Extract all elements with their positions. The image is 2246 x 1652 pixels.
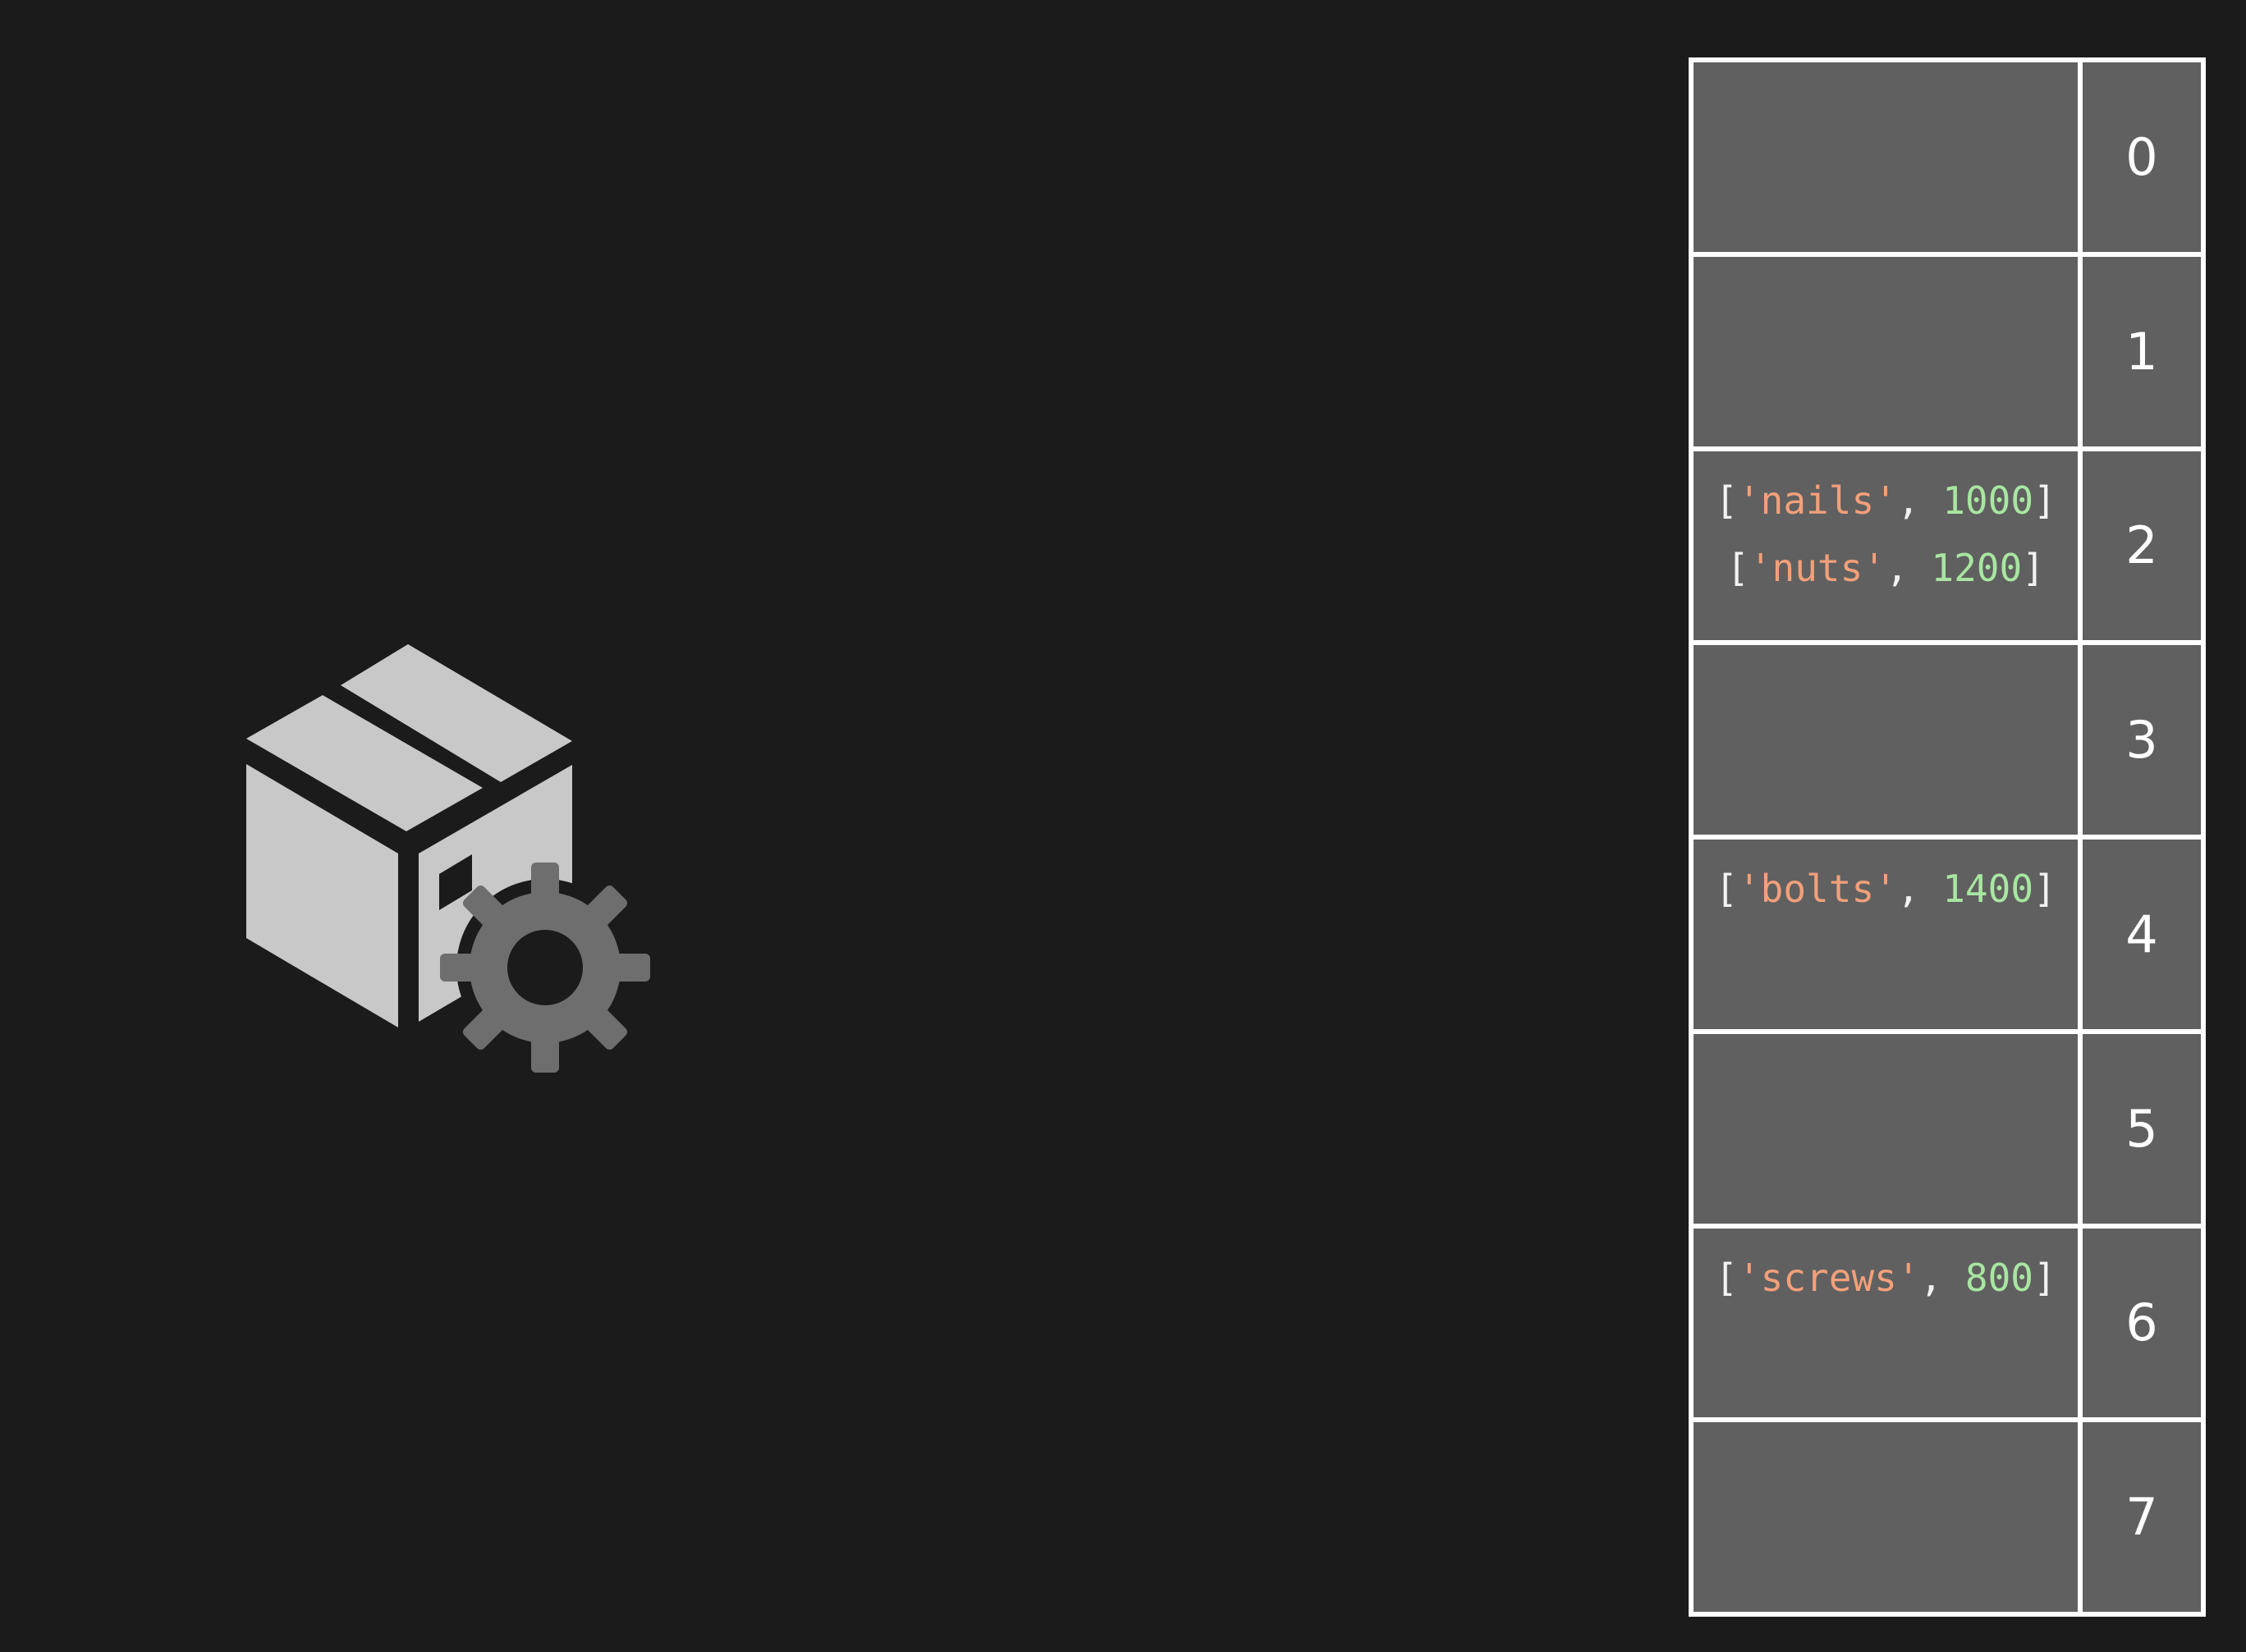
entry-key: 'screws' xyxy=(1737,1255,1920,1300)
bucket-content: ['nails', 1000] ['nuts', 1200] xyxy=(1694,451,2078,641)
entry-key: 'nails' xyxy=(1737,478,1897,523)
bucket-content xyxy=(1694,256,2078,446)
bucket-index: 5 xyxy=(2078,1033,2201,1224)
bucket-content xyxy=(1694,62,2078,252)
bucket-entry: ['nuts', 1200] xyxy=(1726,545,2045,590)
bucket-index: 3 xyxy=(2078,645,2201,835)
bucket-row: 0 xyxy=(1694,62,2201,252)
bucket-content: ['bolts', 1400] xyxy=(1694,840,2078,1029)
bucket-entry: ['screws', 800] xyxy=(1715,1255,2056,1300)
bucket-entry: ['nails', 1000] xyxy=(1715,478,2056,523)
entry-value: 1400 xyxy=(1942,867,2034,911)
bucket-index: 0 xyxy=(2078,62,2201,252)
entry-value: 1200 xyxy=(1931,545,2023,590)
bucket-row: ['bolts', 1400] 4 xyxy=(1694,835,2201,1029)
bucket-row: 7 xyxy=(1694,1417,2201,1612)
bucket-index: 4 xyxy=(2078,840,2201,1029)
bucket-index: 1 xyxy=(2078,256,2201,446)
bucket-row: 1 xyxy=(1694,251,2201,446)
bucket-index: 6 xyxy=(2078,1228,2201,1418)
bucket-row: 3 xyxy=(1694,640,2201,835)
bucket-row: ['screws', 800] 6 xyxy=(1694,1223,2201,1418)
bucket-row: ['nails', 1000] ['nuts', 1200] 2 xyxy=(1694,446,2201,641)
bucket-index: 2 xyxy=(2078,451,2201,641)
bucket-row: 5 xyxy=(1694,1028,2201,1224)
bucket-entry: ['bolts', 1400] xyxy=(1715,867,2056,911)
bucket-content xyxy=(1694,645,2078,835)
entry-key: 'bolts' xyxy=(1737,867,1897,911)
entry-value: 1000 xyxy=(1942,478,2034,523)
entry-value: 800 xyxy=(1964,1255,2034,1300)
package-gear-icon xyxy=(238,636,665,1079)
bucket-content xyxy=(1694,1033,2078,1224)
bucket-content: ['screws', 800] xyxy=(1694,1228,2078,1418)
bucket-index: 7 xyxy=(2078,1422,2201,1612)
bucket-content xyxy=(1694,1422,2078,1612)
entry-key: 'nuts' xyxy=(1749,545,1886,590)
